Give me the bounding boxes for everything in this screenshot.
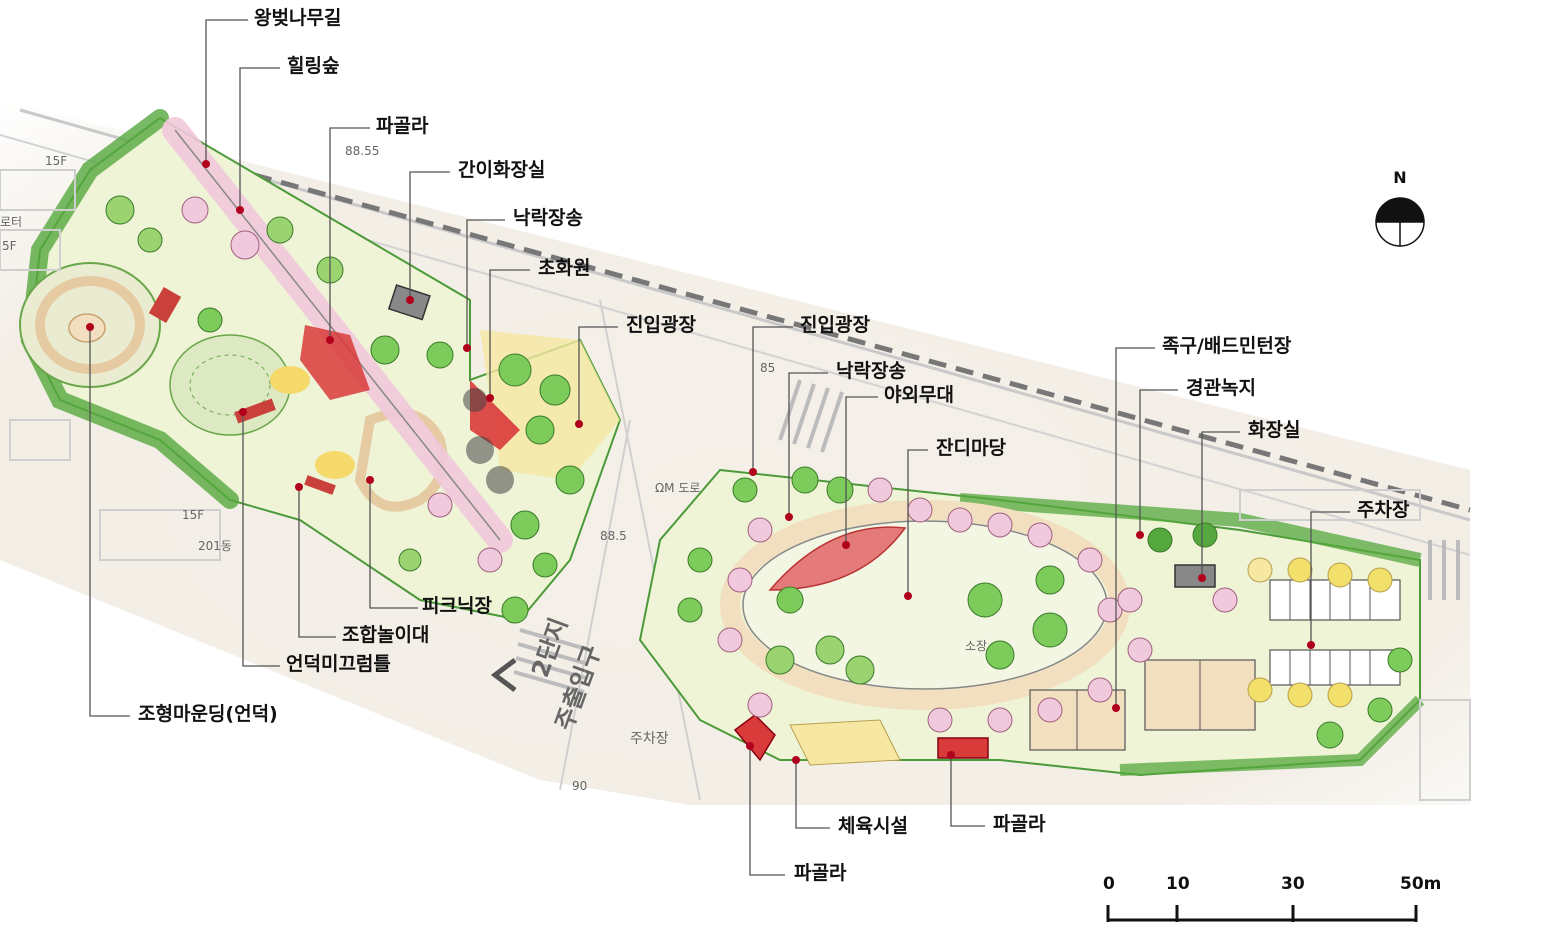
roads	[0, 108, 1471, 801]
floor-15f-top: 15F	[45, 154, 68, 168]
label-hill-slide: 언덕미끄럼틀	[286, 653, 391, 675]
label-pergola-west: 파골라	[376, 115, 429, 137]
scale-tick-50m: 50m	[1400, 874, 1442, 894]
sojang-text: 소장	[965, 639, 988, 653]
label-entry-plaza-west: 진입광장	[626, 314, 696, 336]
road-width-text: ΩM 도로	[655, 481, 701, 495]
label-healing-forest: 힐링숲	[287, 55, 340, 77]
elevation-885: 88.5	[600, 529, 627, 543]
crosswalk-top	[778, 379, 844, 453]
label-pergola-south: 파골라	[993, 813, 1046, 835]
toilet-shape	[1174, 564, 1216, 588]
label-cherry-path: 왕벚나무길	[254, 7, 342, 29]
north-label: N	[1393, 168, 1407, 187]
playground-sand	[315, 451, 355, 479]
parking-lot-text: 주차장	[630, 731, 669, 747]
pergola-sw	[733, 714, 776, 762]
pergola-s	[937, 737, 989, 759]
label-sculpted-mounding: 조형마운딩(언덕)	[138, 703, 278, 725]
scale-tick-10: 10	[1166, 874, 1190, 894]
label-outdoor-stage: 야외무대	[884, 384, 954, 406]
label-flower-garden: 초화원	[538, 257, 591, 279]
road-centerline	[199, 157, 1471, 513]
leader-lines	[89, 19, 1350, 876]
label-parking: 주차장	[1357, 499, 1410, 521]
floor-5f: 5F	[2, 239, 17, 253]
rotary-text: 로터	[0, 215, 23, 229]
label-combined-playground: 조합놀이대	[342, 624, 430, 646]
outdoor-stage-shape	[768, 526, 907, 591]
north-arrow-icon	[1375, 197, 1425, 247]
crosswalk-left	[513, 628, 591, 694]
floor-15f-bottom: 15F	[182, 508, 205, 522]
label-foot-volley-badminton: 족구/배드민턴장	[1162, 335, 1292, 357]
trees-west	[105, 195, 585, 624]
building-201: 201동	[198, 539, 232, 553]
label-simple-toilet: 간이화장실	[458, 159, 546, 181]
label-landscape-green: 경관녹지	[1186, 377, 1256, 399]
label-toilet: 화장실	[1248, 419, 1301, 441]
label-markers	[86, 160, 1315, 764]
elevation-85: 85	[760, 361, 776, 375]
entrance-arrow-icon	[490, 658, 517, 692]
label-lawn-yard: 잔디마당	[936, 437, 1006, 459]
label-deciduous-pine-east: 낙락장송	[836, 360, 906, 382]
label-entry-plaza-east: 진입광장	[800, 314, 870, 336]
label-pergola-southwest: 파골라	[794, 862, 847, 884]
scale-bar-icon	[1106, 905, 1418, 922]
label-fitness-facility: 체육시설	[838, 815, 908, 837]
elevation-90: 90	[572, 779, 588, 793]
scale-tick-0: 0	[1103, 874, 1115, 894]
pergola-west-shape	[300, 325, 370, 400]
label-deciduous-pine-west: 낙락장송	[513, 207, 583, 229]
east-park	[638, 468, 1425, 777]
crosswalk-right	[1428, 540, 1460, 600]
building-outlines	[0, 169, 1471, 801]
label-picnic-area: 피크닉장	[422, 595, 492, 617]
scale-tick-30: 30	[1281, 874, 1305, 894]
fitness-area	[789, 719, 901, 766]
trees-east	[677, 466, 1413, 749]
elevation-8855: 88.55	[345, 144, 380, 158]
